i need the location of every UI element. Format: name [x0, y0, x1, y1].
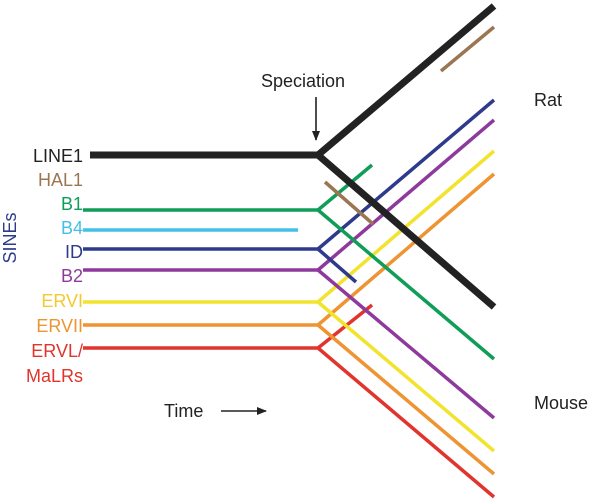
label-b4: B4	[61, 218, 83, 238]
label-ervl: ERVL/	[31, 341, 83, 361]
label-id: ID	[65, 242, 83, 262]
repeat-labels: LINE1 HAL1 B1 B4 ID B2 ERVI ERVII ERVL/ …	[26, 146, 83, 386]
label-ervii: ERVII	[36, 316, 83, 336]
label-b2: B2	[61, 266, 83, 286]
label-hal1: HAL1	[38, 170, 83, 190]
lineage-ervii	[83, 172, 496, 476]
sines-group-label: SINEs	[0, 212, 20, 263]
time-annotation: Time	[164, 401, 267, 421]
speciation-label: Speciation	[261, 71, 345, 91]
lineage-lines	[83, 3, 497, 499]
lineage-hal1	[323, 25, 496, 226]
label-ervl-line2: MaLRs	[26, 366, 83, 386]
mouse-label: Mouse	[534, 393, 588, 413]
time-label: Time	[164, 401, 203, 421]
lineage-b2	[83, 118, 496, 420]
lineage-id	[83, 98, 496, 284]
label-ervi: ERVI	[41, 291, 83, 311]
rat-label: Rat	[534, 90, 562, 110]
speciation-annotation: Speciation	[261, 71, 345, 141]
lineage-b1	[83, 163, 496, 361]
lineage-line1	[90, 3, 497, 310]
lineage-ervi	[83, 149, 496, 453]
label-b1: B1	[61, 194, 83, 214]
label-line1: LINE1	[33, 146, 83, 166]
